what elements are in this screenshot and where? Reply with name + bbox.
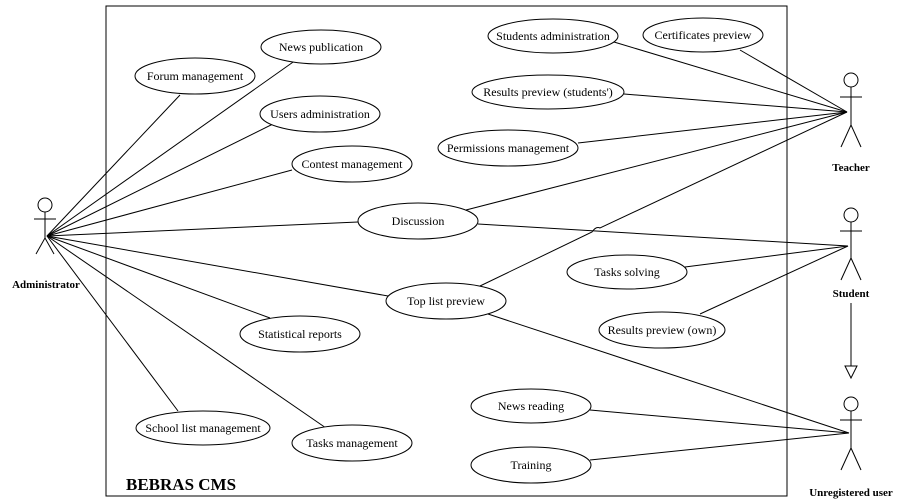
assoc-admin-contest bbox=[46, 169, 293, 237]
assoc-admin-forum bbox=[46, 94, 181, 237]
assoc-admin-tasksmgmt bbox=[46, 235, 327, 429]
assoc-admin-news bbox=[46, 59, 297, 237]
stick-figure-icon bbox=[840, 396, 862, 471]
use-case-forum-management[interactable]: Forum management bbox=[134, 57, 256, 95]
actor-student[interactable]: Student bbox=[833, 207, 870, 300]
use-case-label: Contest management bbox=[302, 157, 404, 171]
use-case-label: News reading bbox=[498, 399, 564, 413]
use-case-label: Forum management bbox=[147, 69, 244, 83]
stick-figure-icon bbox=[840, 72, 862, 148]
assoc-student-discussion bbox=[477, 223, 849, 247]
actor-label: Student bbox=[833, 288, 870, 300]
assoc-admin-discussion bbox=[46, 221, 359, 237]
assoc-admin-school bbox=[46, 235, 179, 412]
use-case-label: Tasks solving bbox=[594, 265, 660, 279]
use-case-certificates-preview[interactable]: Certificates preview bbox=[642, 17, 764, 53]
use-case-label: Top list preview bbox=[407, 294, 485, 308]
use-case-school-list-management[interactable]: School list management bbox=[135, 410, 271, 446]
assoc-teacher-cert bbox=[739, 49, 848, 113]
assoc-unreg-training bbox=[589, 432, 850, 461]
use-case-label: Results preview (own) bbox=[608, 323, 717, 337]
use-case-contest-management[interactable]: Contest management bbox=[291, 145, 413, 183]
use-case-training[interactable]: Training bbox=[470, 446, 592, 484]
use-case-label: School list management bbox=[145, 421, 261, 435]
assoc-unreg-newsreading bbox=[589, 409, 850, 434]
use-case-label: News publication bbox=[279, 40, 363, 54]
use-case-news-reading[interactable]: News reading bbox=[470, 388, 592, 424]
use-case-permissions-management[interactable]: Permissions management bbox=[437, 129, 579, 167]
use-case-statistical-reports[interactable]: Statistical reports bbox=[239, 315, 361, 353]
use-case-label: Tasks management bbox=[306, 436, 398, 450]
use-case-label: Training bbox=[511, 458, 552, 472]
actor-unregistered-user[interactable]: Unregistered user bbox=[809, 396, 893, 499]
assoc-teacher-results bbox=[623, 93, 848, 113]
use-case-label: Results preview (students') bbox=[483, 85, 612, 99]
actor-label: Unregistered user bbox=[809, 487, 893, 499]
assoc-admin-users bbox=[46, 121, 278, 237]
actor-label: Teacher bbox=[832, 162, 870, 174]
assoc-admin-stats bbox=[46, 235, 271, 319]
assoc-teacher-toplist bbox=[479, 111, 848, 287]
use-case-tasks-solving[interactable]: Tasks solving bbox=[566, 254, 688, 290]
system-name: BEBRAS CMS bbox=[126, 475, 236, 494]
use-case-users-administration[interactable]: Users administration bbox=[259, 95, 381, 133]
use-case-students-administration[interactable]: Students administration bbox=[487, 18, 619, 54]
assoc-teacher-discussion bbox=[465, 111, 848, 211]
use-case-discussion[interactable]: Discussion bbox=[357, 202, 479, 240]
associations bbox=[46, 41, 850, 461]
use-case-news-publication[interactable]: News publication bbox=[260, 29, 382, 65]
assoc-student-tasks bbox=[684, 245, 849, 268]
actor-label: Administrator bbox=[12, 279, 80, 291]
actor-administrator[interactable]: Administrator bbox=[12, 197, 80, 291]
use-case-label: Certificates preview bbox=[655, 28, 752, 42]
assoc-admin-toplist bbox=[46, 235, 389, 297]
use-case-label: Permissions management bbox=[447, 141, 570, 155]
assoc-student-results bbox=[699, 245, 849, 315]
use-case-tasks-management[interactable]: Tasks management bbox=[291, 424, 413, 462]
assoc-teacher-perm bbox=[577, 111, 848, 144]
generalization-arrow bbox=[844, 303, 858, 380]
assoc-teacher-students bbox=[613, 41, 848, 113]
use-case-label: Users administration bbox=[270, 107, 370, 121]
use-case-label: Discussion bbox=[392, 214, 445, 228]
use-case-label: Statistical reports bbox=[258, 327, 342, 341]
actor-teacher[interactable]: Teacher bbox=[832, 72, 870, 174]
use-case-top-list-preview[interactable]: Top list preview bbox=[385, 282, 507, 320]
stick-figure-icon bbox=[34, 197, 56, 255]
use-case-results-preview-students[interactable]: Results preview (students') bbox=[471, 74, 625, 110]
assoc-unreg-toplist bbox=[487, 313, 850, 434]
system-boundary bbox=[105, 5, 788, 497]
stick-figure-icon bbox=[840, 207, 862, 281]
use-case-results-preview-own[interactable]: Results preview (own) bbox=[598, 311, 726, 349]
use-case-label: Students administration bbox=[496, 29, 610, 43]
